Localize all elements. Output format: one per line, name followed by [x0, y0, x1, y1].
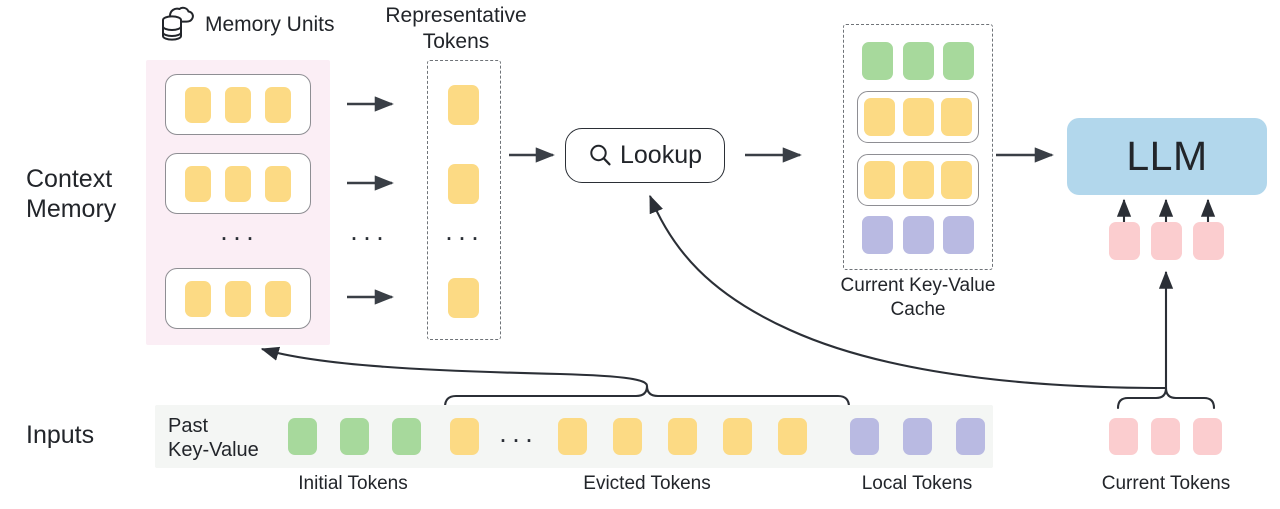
memory-token: [225, 86, 251, 123]
input-token-local-3: [956, 418, 985, 455]
memory-token: [265, 165, 291, 202]
kv-token-green: [943, 42, 974, 80]
memory-to-representative-arrows: [347, 96, 394, 305]
kv-token-purple: [862, 216, 893, 254]
representative-token-2: [448, 164, 479, 204]
representative-tokens-header-line1: Representative: [385, 4, 527, 27]
evicted-to-context-memory-arrow: [260, 346, 649, 387]
input-token-initial-1: [288, 418, 317, 455]
lookup-label: Lookup: [619, 141, 703, 169]
current-kv-cache-caption-line2: Cache: [890, 299, 946, 320]
kv-token-green: [902, 42, 934, 80]
memory-token: [185, 280, 211, 317]
group-caption-evicted-tokens: Evicted Tokens: [583, 473, 711, 494]
kv-cache-row-memory-2: [857, 154, 979, 206]
input-token-initial-2: [340, 418, 369, 455]
memory-units-header: Memory Units: [158, 5, 335, 45]
kv-token-yellow: [941, 161, 972, 199]
input-token-evicted-1: [450, 418, 479, 455]
evicted-tokens-brace: [443, 385, 851, 409]
past-key-value-line1: Past: [168, 415, 209, 437]
lookup-button[interactable]: Lookup: [565, 128, 725, 183]
representative-tokens-ellipsis: ···: [444, 222, 484, 252]
memory-unit-3[interactable]: [165, 268, 311, 329]
kv-token-yellow: [864, 161, 895, 199]
kv-token-green: [862, 42, 893, 80]
arrow-column-ellipsis: ···: [349, 222, 389, 252]
input-token-evicted-4: [668, 418, 697, 455]
current-kv-cache-box: [843, 24, 993, 270]
input-token-local-2: [903, 418, 932, 455]
input-token-local-1: [850, 418, 879, 455]
memory-token: [225, 165, 251, 202]
row-label-context-memory: Context Memory: [26, 164, 116, 224]
input-token-evicted-6: [778, 418, 807, 455]
group-caption-current-tokens: Current Tokens: [1101, 473, 1231, 494]
kv-cache-row-local: [862, 216, 974, 254]
llm-label: LLM: [1126, 133, 1208, 179]
memory-token: [225, 280, 251, 317]
current-kv-cache-caption-line1: Current Key-Value: [840, 275, 996, 296]
llm-input-token-2: [1151, 222, 1182, 260]
representative-tokens-header-line2: Tokens: [422, 30, 490, 53]
representative-token-3: [448, 278, 479, 318]
current-tokens-to-lookup-arrow: [649, 194, 1167, 390]
representative-tokens-header: Representative Tokens: [368, 3, 544, 55]
row-label-context-memory-line2: Memory: [26, 195, 117, 223]
kv-token-purple: [902, 216, 934, 254]
memory-token: [265, 86, 291, 123]
current-kv-cache-caption: Current Key-Value Cache: [808, 274, 1028, 322]
memory-units-label: Memory Units: [205, 13, 335, 36]
group-caption-local-tokens: Local Tokens: [861, 473, 973, 494]
kv-cache-row-memory-1: [857, 91, 979, 143]
kv-token-yellow: [902, 98, 934, 136]
past-key-value-line2: Key-Value: [168, 439, 259, 461]
kv-token-yellow: [902, 161, 934, 199]
input-token-to-llm-arrows: [1116, 198, 1216, 222]
input-token-evicted-2: [558, 418, 587, 455]
input-token-evicted-5: [723, 418, 752, 455]
memory-token: [185, 165, 211, 202]
kv-token-purple: [943, 216, 974, 254]
memory-token: [265, 280, 291, 317]
search-icon: [588, 143, 613, 168]
kv-token-yellow: [864, 98, 895, 136]
memory-unit-2[interactable]: [165, 153, 311, 214]
memory-unit-1[interactable]: [165, 74, 311, 135]
row-label-inputs: Inputs: [26, 421, 95, 449]
llm-input-token-1: [1109, 222, 1140, 260]
llm-input-token-3: [1193, 222, 1224, 260]
input-token-current-3: [1193, 418, 1222, 455]
input-token-current-2: [1151, 418, 1180, 455]
input-token-current-1: [1109, 418, 1138, 455]
representative-token-1: [448, 85, 479, 125]
llm-box[interactable]: LLM: [1067, 118, 1267, 195]
group-caption-initial-tokens: Initial Tokens: [298, 473, 408, 494]
kv-token-yellow: [941, 98, 972, 136]
input-token-evicted-3: [613, 418, 642, 455]
current-tokens-brace: [1116, 387, 1216, 410]
row-label-context-memory-line1: Context: [26, 165, 113, 193]
past-key-value-label: Past Key-Value: [168, 414, 259, 462]
memory-units-ellipsis: ···: [219, 222, 259, 252]
kv-cache-row-initial: [862, 42, 974, 80]
inputs-ellipsis: ···: [498, 424, 538, 454]
representative-tokens-box: [427, 60, 501, 340]
cloud-database-icon: [158, 5, 196, 45]
input-token-initial-3: [392, 418, 421, 455]
memory-token: [185, 86, 211, 123]
